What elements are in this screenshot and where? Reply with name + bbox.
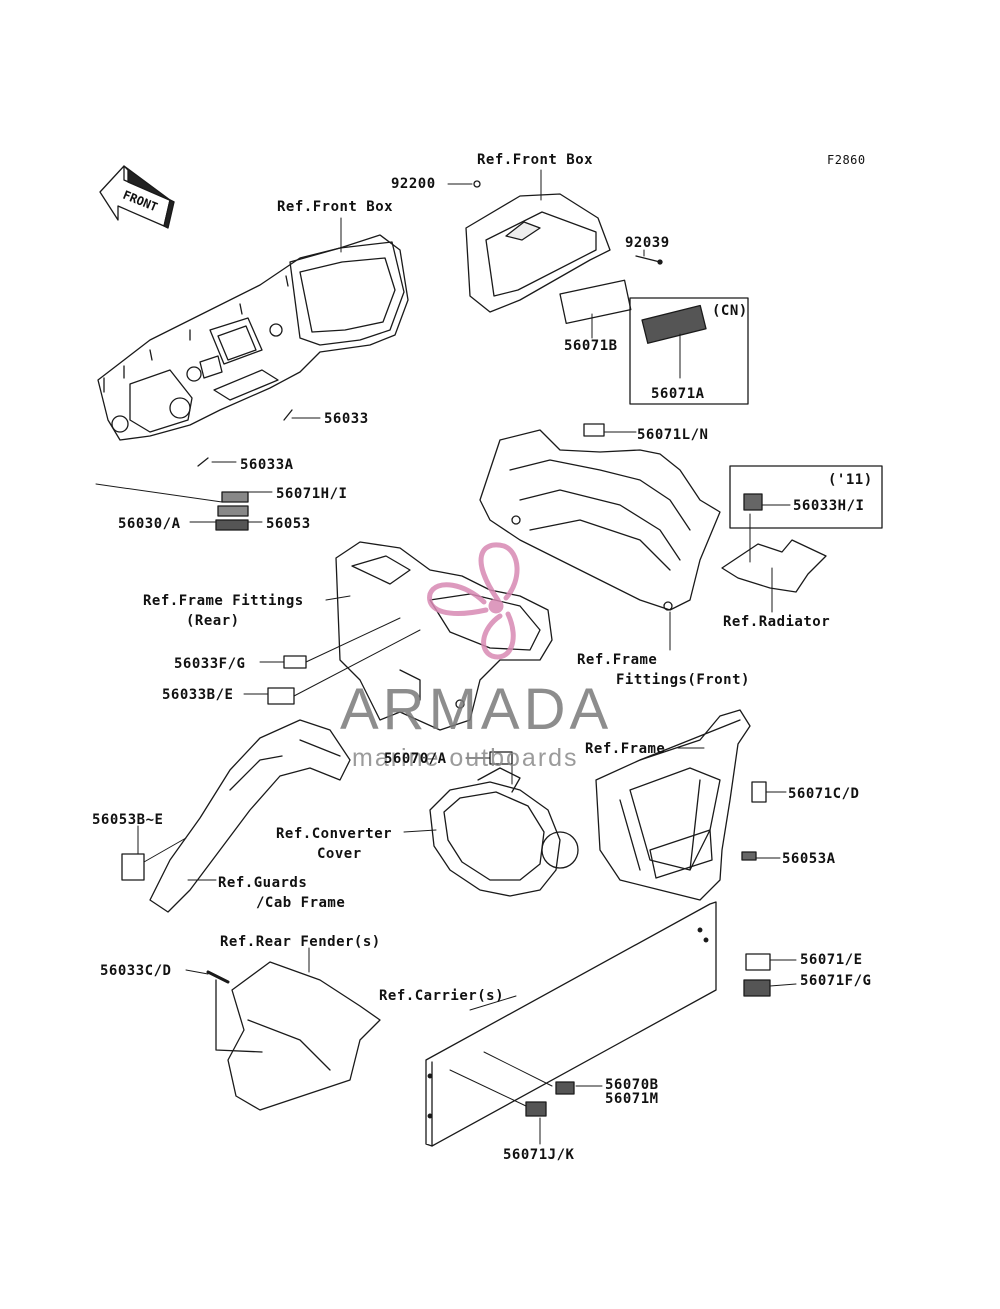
carrier-panel-icon xyxy=(425,901,717,1147)
part-56071J-K[interactable]: 56071J/K xyxy=(503,1147,575,1163)
armada-logo-icon xyxy=(427,542,520,660)
ref-converter-cover[interactable]: Ref.Converter xyxy=(276,826,393,842)
ref-converter-cover-sub: Cover xyxy=(317,846,362,862)
part-56071M[interactable]: 56071M xyxy=(605,1091,659,1107)
dashboard-panel-icon xyxy=(97,234,409,441)
ref-frame-fittings-front-sub: Fittings(Front) xyxy=(616,672,750,688)
ref-carrier[interactable]: Ref.Carrier(s) xyxy=(379,988,505,1004)
part-56033[interactable]: 56033 xyxy=(324,411,369,427)
floor-panel-icon xyxy=(479,429,721,611)
decal-parts-icon xyxy=(121,180,771,1117)
part-56033H-I[interactable]: 56033H/I xyxy=(793,498,865,514)
radiator-bracket-icon xyxy=(721,539,827,593)
converter-cover-icon xyxy=(429,767,579,897)
part-56053B-E[interactable]: 56053B~E xyxy=(92,812,164,828)
part-56071F-G[interactable]: 56071F/G xyxy=(800,973,872,989)
part-56071H-I[interactable]: 56071H/I xyxy=(276,486,348,502)
ref-frame[interactable]: Ref.Frame xyxy=(585,741,666,757)
rear-fender-icon xyxy=(215,961,381,1111)
part-92039[interactable]: 92039 xyxy=(625,235,670,251)
watermark-title: ARMADA xyxy=(340,677,613,742)
watermark-subtitle: marine outboards xyxy=(352,744,579,772)
ref-front-box-left[interactable]: Ref.Front Box xyxy=(277,199,394,215)
ref-frame-fittings-rear-sub: (Rear) xyxy=(186,613,240,629)
main-frame-icon xyxy=(595,709,751,901)
part-56071B[interactable]: 56071B xyxy=(564,338,618,354)
part-56033C-D[interactable]: 56033C/D xyxy=(100,963,172,979)
cn-label: (CN) xyxy=(712,303,748,319)
part-56053A[interactable]: 56053A xyxy=(782,851,836,867)
part-56071C-D[interactable]: 56071C/D xyxy=(788,786,860,802)
ref-guards[interactable]: Ref.Guards xyxy=(218,875,308,891)
part-56030-A[interactable]: 56030/A xyxy=(118,516,181,532)
figure-id: F2860 xyxy=(827,153,866,167)
year-11-label: ('11) xyxy=(828,472,873,488)
year-2011-variant-box xyxy=(729,465,883,529)
cab-frame-bar-icon xyxy=(149,719,351,913)
ref-guards-sub: /Cab Frame xyxy=(256,895,346,911)
part-56033B-E[interactable]: 56033B/E xyxy=(162,687,234,703)
ref-front-box-top[interactable]: Ref.Front Box xyxy=(477,152,594,168)
part-56071A[interactable]: 56071A xyxy=(651,386,705,402)
leader-lines xyxy=(95,169,797,1145)
ref-rear-fender[interactable]: Ref.Rear Fender(s) xyxy=(220,934,381,950)
part-56070-A[interactable]: 56070/A xyxy=(384,751,447,767)
part-56053[interactable]: 56053 xyxy=(266,516,311,532)
part-56071-E[interactable]: 56071/E xyxy=(800,952,863,968)
front-box-icon xyxy=(465,193,611,313)
part-56070B[interactable]: 56070B xyxy=(605,1077,659,1093)
ref-radiator[interactable]: Ref.Radiator xyxy=(723,614,831,630)
part-56071L-N[interactable]: 56071L/N xyxy=(637,427,709,443)
ref-frame-fittings-front[interactable]: Ref.Frame xyxy=(577,652,658,668)
ref-frame-fittings-rear[interactable]: Ref.Frame Fittings xyxy=(143,593,304,609)
front-arrow-icon: FRONT xyxy=(99,165,175,229)
part-56033A[interactable]: 56033A xyxy=(240,457,294,473)
part-56033F-G[interactable]: 56033F/G xyxy=(174,656,246,672)
cn-variant-box xyxy=(629,297,749,405)
part-92200[interactable]: 92200 xyxy=(391,176,436,192)
